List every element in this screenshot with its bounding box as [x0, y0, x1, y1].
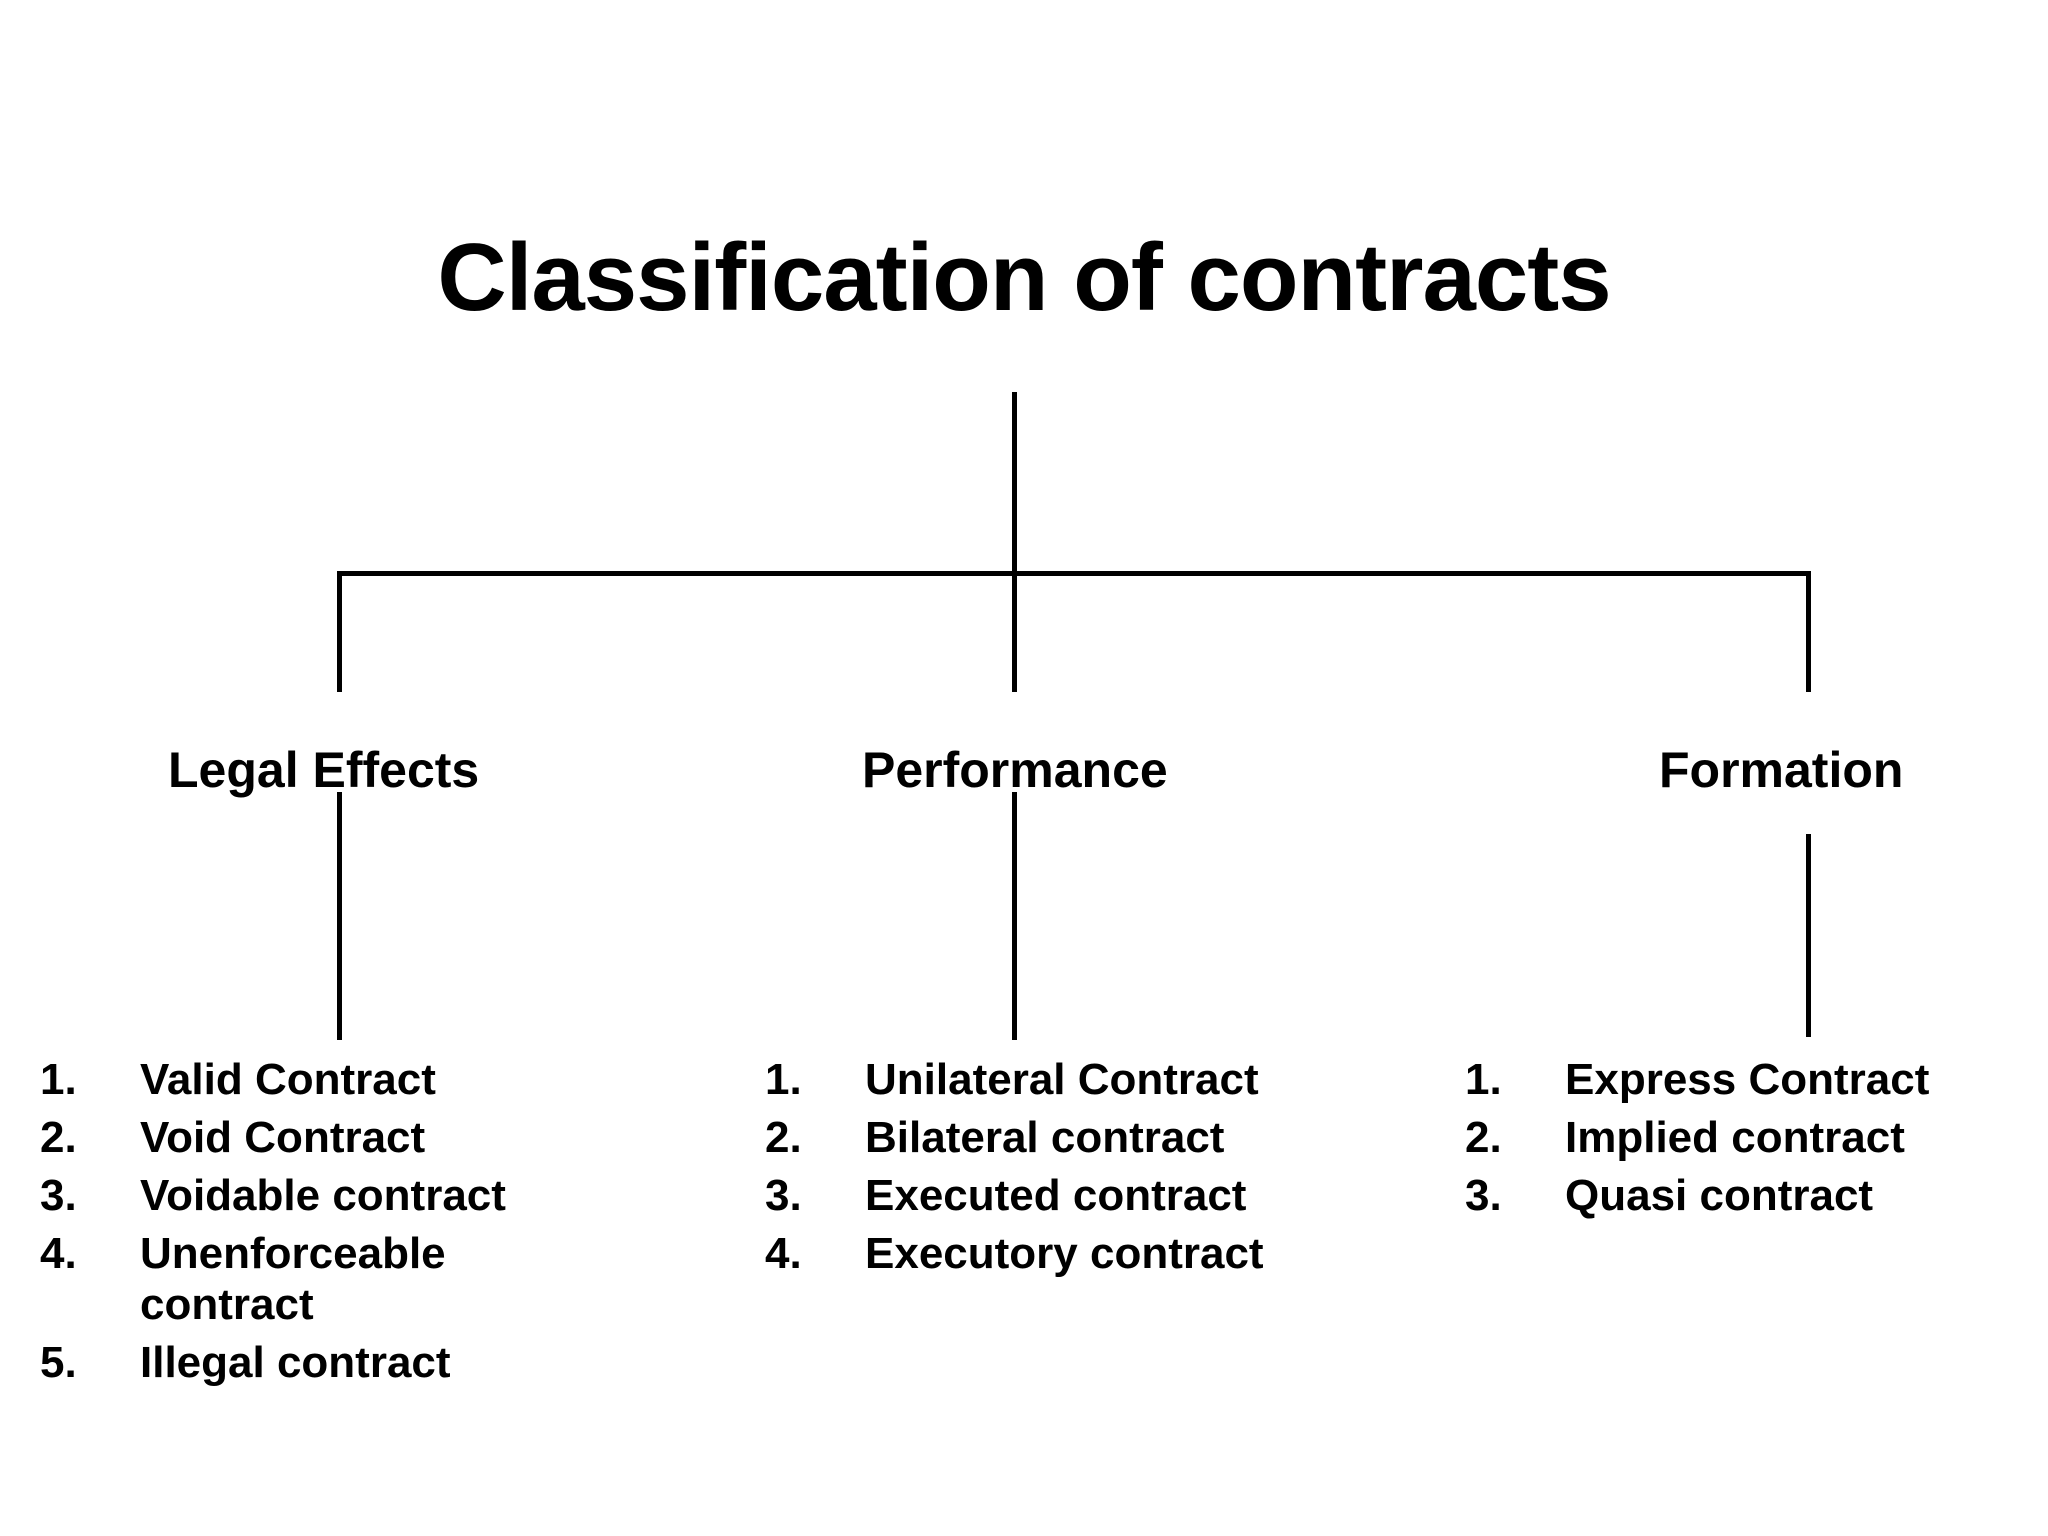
list-item: 5. Illegal contract — [40, 1338, 600, 1388]
list-item-number: 5. — [40, 1337, 77, 1387]
branch-distribution-bar — [337, 571, 1811, 576]
list-item-label: Bilateral contract — [865, 1113, 1225, 1163]
list-item-label: Valid Contract — [140, 1055, 436, 1104]
list-item-number: 2. — [765, 1113, 802, 1163]
list-item-label: Quasi contract — [1565, 1171, 1874, 1221]
list-item-number: 4. — [765, 1229, 802, 1279]
list-item-number: 1. — [40, 1055, 77, 1104]
list-item-label: Express Contract — [1565, 1055, 1930, 1104]
title-connector-stem — [1012, 392, 1017, 692]
page-title: Classification of contracts — [437, 224, 1611, 331]
list-item: 1. Unilateral Contract — [765, 1055, 1325, 1105]
branch-drop-formation — [1806, 571, 1811, 692]
list-performance: 1. Unilateral Contract 2. Bilateral cont… — [765, 1055, 1325, 1288]
list-connector-formation — [1806, 834, 1811, 1037]
list-item-number: 1. — [765, 1055, 802, 1104]
list-item-number: 2. — [1465, 1113, 1502, 1163]
list-item-label: Unilateral Contract — [865, 1055, 1259, 1104]
list-item-number: 1. — [1465, 1055, 1502, 1104]
list-formation: 1. Express Contract 2. Implied contract … — [1465, 1055, 2025, 1229]
list-item-label: Illegal contract — [140, 1337, 451, 1387]
list-item: 4. Executory contract — [765, 1229, 1325, 1279]
branch-label-legal-effects: Legal Effects — [168, 742, 480, 798]
list-item-number: 3. — [40, 1171, 77, 1221]
branch-label-performance: Performance — [862, 742, 1168, 798]
list-item: 1. Express Contract — [1465, 1055, 2025, 1105]
list-item: 1. Valid Contract — [40, 1055, 600, 1105]
list-connector-performance — [1012, 792, 1017, 1040]
list-item-number: 4. — [40, 1229, 77, 1279]
list-item-number: 2. — [40, 1113, 77, 1163]
branch-label-formation: Formation — [1659, 742, 1904, 798]
list-item-label: Void Contract — [140, 1113, 426, 1163]
list-item-label: Executed contract — [865, 1171, 1247, 1221]
list-legal-effects: 1. Valid Contract 2. Void Contract 3. Vo… — [40, 1055, 600, 1396]
list-item: 4. Unenforceable contract — [40, 1229, 600, 1329]
list-item-label: Executory contract — [865, 1229, 1264, 1279]
list-item: 2. Implied contract — [1465, 1113, 2025, 1163]
list-item: 2. Bilateral contract — [765, 1113, 1325, 1163]
list-item: 3. Voidable contract — [40, 1171, 600, 1221]
branch-drop-legal-effects — [337, 571, 342, 692]
list-connector-legal-effects — [337, 792, 342, 1040]
list-item-label: Implied contract — [1565, 1113, 1905, 1163]
list-item: 3. Executed contract — [765, 1171, 1325, 1221]
list-item-number: 3. — [1465, 1171, 1502, 1221]
list-item: 2. Void Contract — [40, 1113, 600, 1163]
list-item-label: Unenforceable contract — [140, 1229, 446, 1329]
list-item: 3. Quasi contract — [1465, 1171, 2025, 1221]
list-item-number: 3. — [765, 1171, 802, 1221]
list-item-label: Voidable contract — [140, 1171, 506, 1221]
